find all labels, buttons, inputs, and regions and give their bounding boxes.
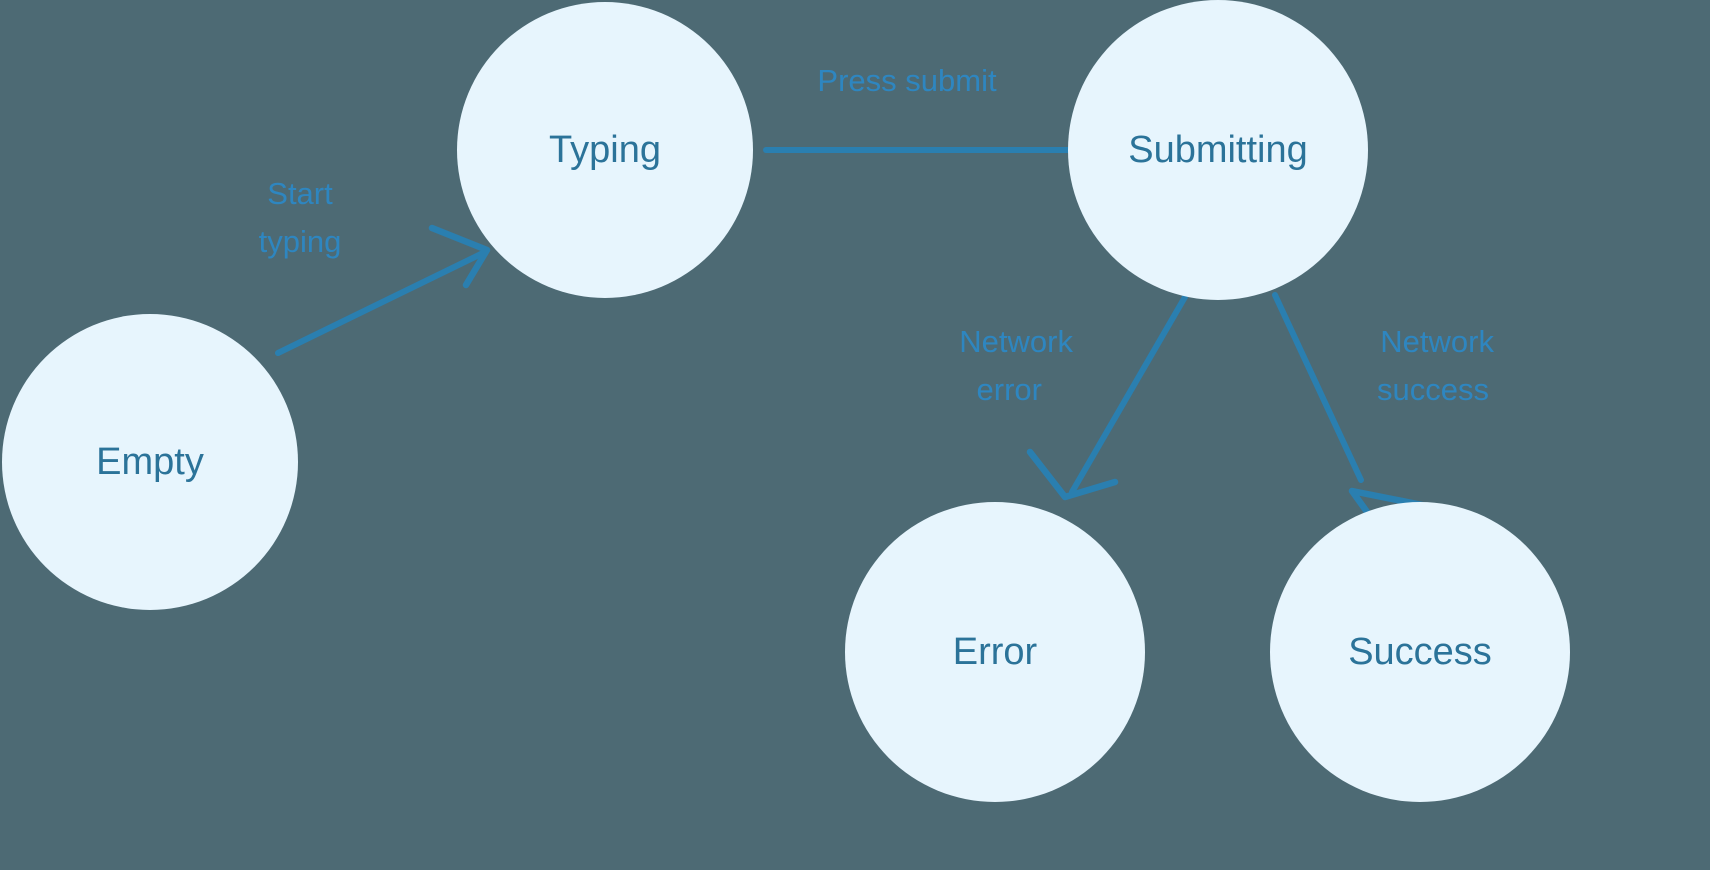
node-typing[interactable]: Typing xyxy=(457,2,753,298)
node-error-circle[interactable] xyxy=(845,502,1145,802)
edge-label-network-success-line-2: success xyxy=(1377,372,1489,407)
node-typing-circle[interactable] xyxy=(457,2,753,298)
node-submitting[interactable]: Submitting xyxy=(1068,0,1368,300)
edge-network-error-line xyxy=(1069,294,1188,495)
node-submitting-circle[interactable] xyxy=(1068,0,1368,300)
node-typing-label: Typing xyxy=(549,129,661,171)
edge-label-network-error: Network error xyxy=(959,324,1073,407)
node-submitting-label: Submitting xyxy=(1128,129,1308,171)
node-success[interactable]: Success xyxy=(1270,502,1570,802)
node-error[interactable]: Error xyxy=(845,502,1145,802)
node-empty-label: Empty xyxy=(96,441,204,483)
edge-label-start-typing-line-2: typing xyxy=(259,224,342,259)
edge-network-error xyxy=(1026,294,1188,501)
node-success-circle[interactable] xyxy=(1270,502,1570,802)
edge-label-network-error-line-2: error xyxy=(977,372,1042,407)
edge-label-network-success: Network success xyxy=(1377,324,1494,407)
edge-label-start-typing-line-1: Start xyxy=(267,176,333,211)
edge-network-error-arrowhead xyxy=(1026,448,1119,501)
edge-label-network-success-line-1: Network xyxy=(1380,324,1494,359)
edge-network-success-line xyxy=(1272,292,1364,483)
edge-label-press-submit: Press submit xyxy=(817,63,997,98)
node-error-label: Error xyxy=(953,631,1038,673)
node-success-label: Success xyxy=(1348,631,1492,673)
edge-start-typing-line xyxy=(275,250,486,356)
edge-label-start-typing: Start typing xyxy=(259,176,342,259)
node-empty-circle[interactable] xyxy=(2,314,298,610)
edge-label-network-error-line-1: Network xyxy=(959,324,1073,359)
edge-start-typing xyxy=(275,224,491,356)
edge-label-press-submit-line-1: Press submit xyxy=(817,63,997,98)
node-empty[interactable]: Empty xyxy=(2,314,298,610)
edge-start-typing-arrowhead xyxy=(428,224,491,289)
